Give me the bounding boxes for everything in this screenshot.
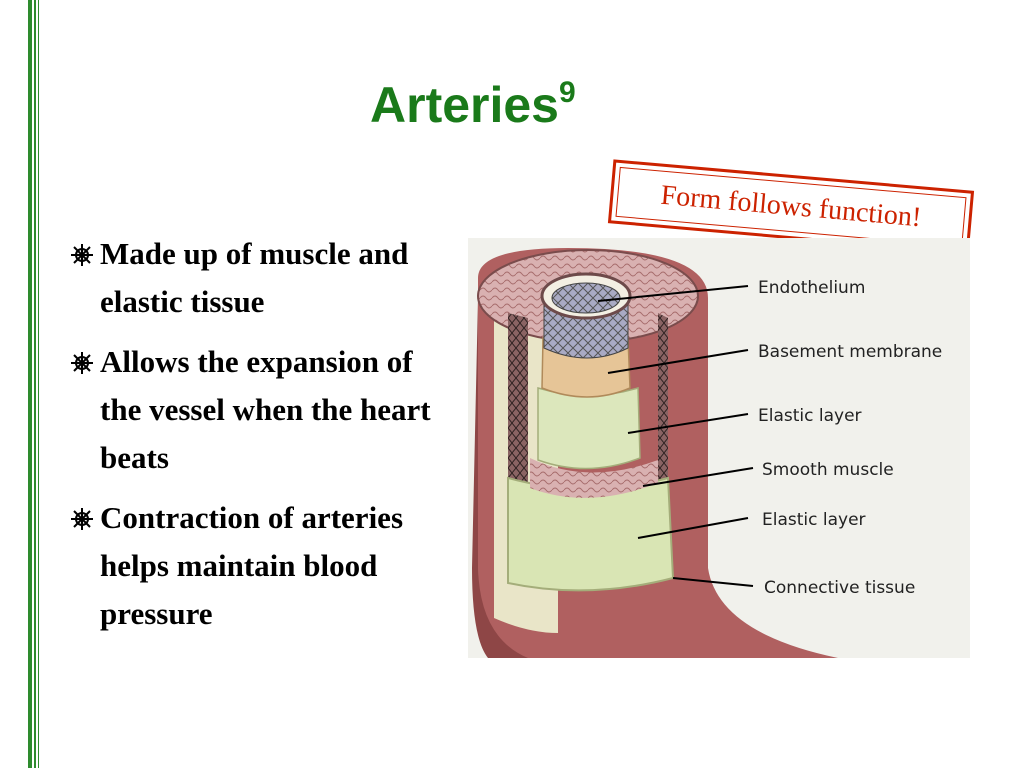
artery-illustration: Endothelium Basement membrane Elastic la… — [472, 248, 942, 658]
bullet-item: Contraction of arteries helps maintain b… — [70, 494, 440, 638]
slide-title: Arteries9 — [370, 76, 576, 134]
bullet-list: Made up of muscle and elastic tissue All… — [70, 230, 440, 650]
label-basement-membrane: Basement membrane — [758, 342, 942, 362]
label-elastic-layer-outer: Elastic layer — [762, 510, 866, 530]
slide-title-text: Arteries — [370, 77, 559, 133]
title-superscript: 9 — [559, 76, 576, 109]
artery-cross-section-diagram: Endothelium Basement membrane Elastic la… — [468, 238, 970, 658]
label-smooth-muscle: Smooth muscle — [762, 460, 894, 480]
bullet-item: Made up of muscle and elastic tissue — [70, 230, 440, 326]
ship-wheel-icon — [71, 244, 93, 266]
label-endothelium: Endothelium — [758, 278, 865, 298]
label-elastic-layer-inner: Elastic layer — [758, 406, 862, 426]
bullet-text: Made up of muscle and elastic tissue — [100, 236, 409, 319]
bullet-text: Contraction of arteries helps maintain b… — [100, 500, 404, 631]
label-connective-tissue: Connective tissue — [764, 578, 915, 598]
stamp-text: Form follows function! — [615, 166, 967, 248]
bullet-text: Allows the expansion of the vessel when … — [100, 344, 431, 475]
bullet-item: Allows the expansion of the vessel when … — [70, 338, 440, 482]
left-border-decoration — [28, 0, 40, 768]
ship-wheel-icon — [71, 508, 93, 530]
ship-wheel-icon — [71, 352, 93, 374]
